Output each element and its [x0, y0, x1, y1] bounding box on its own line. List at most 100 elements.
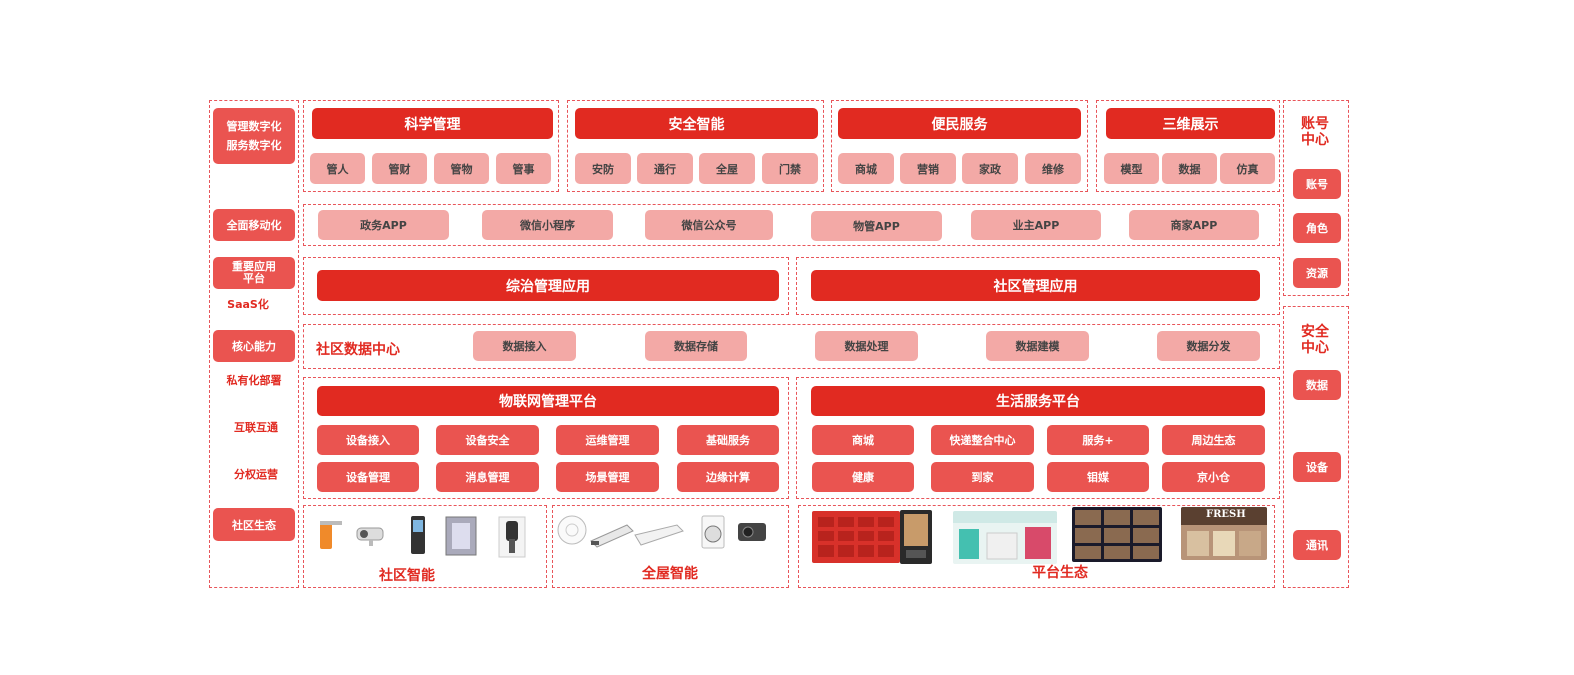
life-item: 到家	[931, 462, 1034, 492]
group-science-title: 科学管理	[312, 108, 553, 139]
left-tag-key-platform-line2: 平台	[243, 272, 265, 285]
security-center-title: 安全 中心	[1290, 323, 1340, 357]
device-tag: 设备	[1293, 452, 1341, 482]
data-center-item: 数据存储	[645, 331, 747, 361]
router-image	[587, 521, 635, 549]
life-title: 生活服务平台	[811, 386, 1265, 416]
left-column-frame	[209, 100, 299, 588]
left-tag-core: 核心能力	[213, 330, 295, 362]
vending-machine-image	[900, 510, 932, 564]
air-device-image	[633, 521, 685, 549]
iot-item: 设备管理	[317, 462, 419, 492]
group-3d-item: 数据	[1162, 153, 1217, 184]
left-tag-manage-digital: 管理数字化	[226, 120, 282, 133]
iot-item: 基础服务	[677, 425, 779, 455]
account-center-frame	[1283, 100, 1349, 296]
account-tag: 账号	[1293, 169, 1341, 199]
barrier-gate-image	[316, 517, 342, 551]
data-center-item: 数据分发	[1157, 331, 1260, 361]
fresh-store-image	[1181, 507, 1267, 560]
community-app-frame	[796, 257, 1280, 315]
life-item: 钼媒	[1047, 462, 1149, 492]
platform-eco-label: 平台生态	[1032, 565, 1088, 581]
smart-lock-image	[497, 515, 527, 559]
home-smart-label: 全屋智能	[642, 566, 698, 582]
group-security-item: 通行	[637, 153, 693, 184]
app-item: 微信小程序	[482, 210, 613, 240]
left-tag-mobile: 全面移动化	[213, 209, 295, 241]
life-item: 商城	[812, 425, 914, 455]
data-center-title: 社区数据中心	[316, 342, 400, 358]
access-gate-image	[444, 515, 478, 557]
group-3d-item: 仿真	[1220, 153, 1275, 184]
iot-item: 运维管理	[556, 425, 659, 455]
platform-eco-frame	[798, 505, 1275, 588]
life-item: 周边生态	[1162, 425, 1265, 455]
comm-tag: 通讯	[1293, 530, 1341, 560]
washing-machine-image	[700, 514, 726, 550]
community-smart-frame	[303, 505, 547, 588]
comprehensive-frame	[303, 257, 789, 315]
group-security-frame	[567, 100, 824, 192]
life-item: 健康	[812, 462, 914, 492]
iot-frame	[303, 377, 789, 499]
projector-image	[736, 519, 768, 545]
group-convenience-frame	[831, 100, 1088, 192]
group-security-item: 安防	[575, 153, 631, 184]
group-science-item: 管物	[434, 153, 489, 184]
express-locker-image	[812, 511, 900, 563]
group-science-item: 管财	[372, 153, 427, 184]
iot-title: 物联网管理平台	[317, 386, 779, 416]
community-smart-label: 社区智能	[379, 568, 435, 584]
app-item: 商家APP	[1129, 210, 1259, 240]
group-convenience-item: 商城	[838, 153, 894, 184]
group-science-frame	[303, 100, 559, 192]
smoke-detector-image	[556, 514, 588, 546]
left-label-private: 私有化部署	[226, 374, 282, 387]
left-tag-digital: 管理数字化 服务数字化	[213, 108, 295, 164]
account-center-title-line1: 账号	[1301, 116, 1329, 132]
group-3d-frame	[1096, 100, 1280, 192]
left-tag-key-platform: 重要应用 平台	[213, 257, 295, 289]
group-science-item: 管事	[496, 153, 551, 184]
face-terminal-image	[408, 515, 428, 555]
app-item: 业主APP	[971, 210, 1101, 240]
security-center-title-line1: 安全	[1301, 324, 1329, 340]
data-center-item: 数据建模	[986, 331, 1089, 361]
data-center-item: 数据处理	[815, 331, 918, 361]
left-tag-service-digital: 服务数字化	[226, 139, 282, 152]
comprehensive-app-bar: 综治管理应用	[317, 270, 779, 301]
resource-tag: 资源	[1293, 258, 1341, 288]
community-app-bar: 社区管理应用	[811, 270, 1260, 301]
left-tag-key-platform-line1: 重要应用	[232, 260, 276, 273]
iot-item: 设备安全	[436, 425, 539, 455]
life-item: 快递整合中心	[931, 425, 1034, 455]
fresh-store-sign: FRESH	[1206, 509, 1246, 520]
app-item: 物管APP	[811, 211, 942, 241]
iot-item: 设备接入	[317, 425, 419, 455]
camera-image	[355, 525, 387, 547]
account-center-title-line2: 中心	[1301, 132, 1329, 148]
apps-frame	[303, 204, 1280, 246]
iot-item: 场景管理	[556, 462, 659, 492]
life-frame	[796, 377, 1280, 499]
media-grid-image	[1072, 507, 1162, 562]
left-label-saas: SaaS化	[227, 298, 269, 311]
group-security-item: 全屋	[699, 153, 755, 184]
home-smart-frame	[552, 505, 789, 588]
data-center-frame	[303, 324, 1280, 369]
group-convenience-title: 便民服务	[838, 108, 1081, 139]
life-item: 京小仓	[1162, 462, 1265, 492]
group-security-item: 门禁	[762, 153, 818, 184]
group-3d-title: 三维展示	[1106, 108, 1275, 139]
data-tag: 数据	[1293, 370, 1341, 400]
app-item: 微信公众号	[645, 210, 773, 240]
store-interior-image	[953, 511, 1057, 564]
group-3d-item: 模型	[1104, 153, 1159, 184]
app-item: 政务APP	[318, 210, 449, 240]
security-center-frame	[1283, 306, 1349, 588]
group-convenience-item: 营销	[900, 153, 956, 184]
account-center-title: 账号 中心	[1290, 115, 1340, 149]
group-convenience-item: 家政	[962, 153, 1018, 184]
iot-item: 边缘计算	[677, 462, 779, 492]
